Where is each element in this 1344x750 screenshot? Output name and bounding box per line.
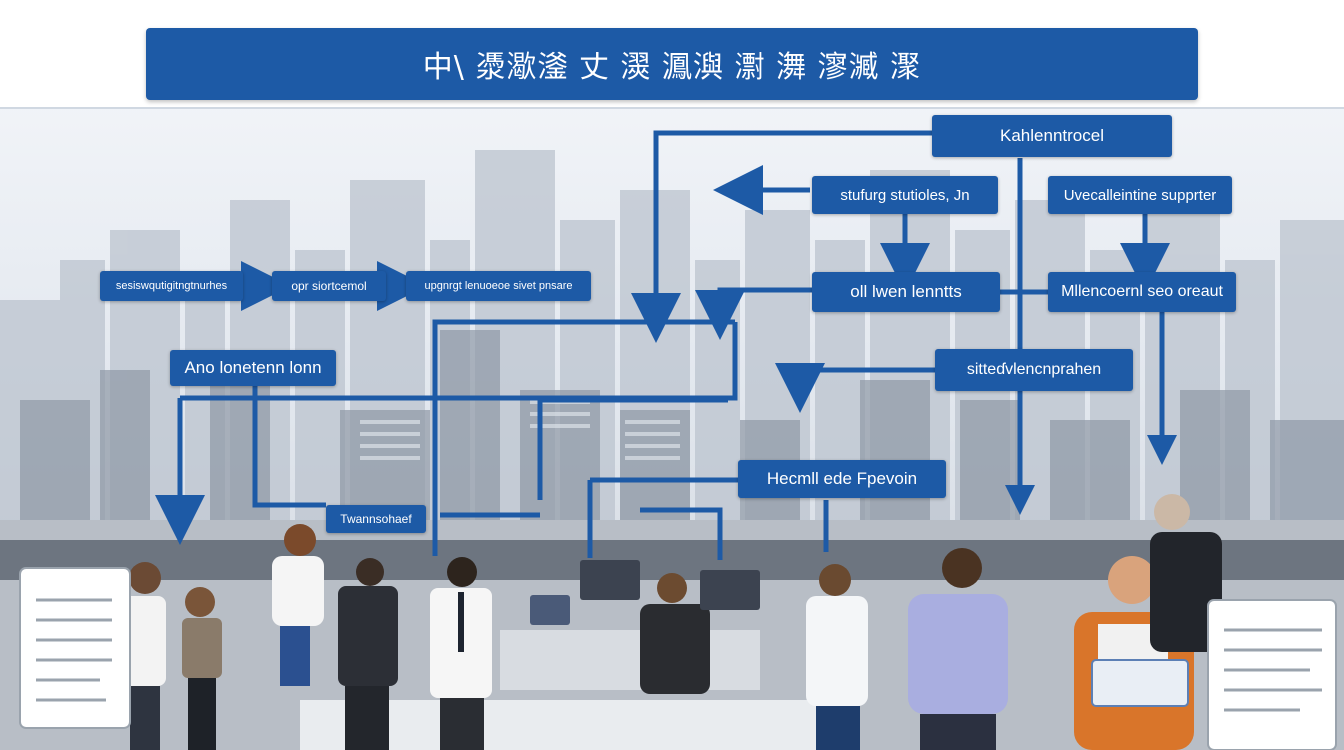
node-label: oll lwen lenntts <box>850 282 962 301</box>
node-mllencoernl-seo-oreaut: Mllencoernl seo oreaut <box>1048 272 1236 312</box>
node-kahlenntrocel: Kahlenntrocel <box>932 115 1172 157</box>
node-label: Twannsohaef <box>340 512 412 526</box>
node-label: Hecmll ede Fpevoin <box>766 469 918 488</box>
node-label: sesiswqutigitngtnurhes <box>115 280 228 292</box>
node-label: Kahlenntrocel <box>1000 126 1104 145</box>
people-group <box>122 494 1222 750</box>
document-papers <box>19 567 1337 750</box>
node-uvecalleintine-supprter: Uvecalleintine supprter <box>1048 176 1232 214</box>
node-opr-siortcemol: opr siortcemol <box>272 271 386 301</box>
node-label: Ano lonetenn lonn <box>184 358 322 377</box>
flow-connectors <box>155 130 1177 560</box>
node-stufurg-stutioles: stufurg stutioles, Jn <box>812 176 998 214</box>
computer-monitors <box>530 560 760 625</box>
node-sittedvlencnprahen: sitteɗvlencnprahen <box>935 349 1133 391</box>
node-label: Uvecalleintine supprter <box>1063 186 1217 204</box>
node-label: opr siortcemol <box>291 279 367 293</box>
node-hecmil-ede-fpevoin: Hecmll ede Fpevoin <box>738 460 946 498</box>
node-label: Mllencoernl seo oreaut <box>1061 283 1223 300</box>
title-bar: 中\ 㵗㵣㵚 丈 㵤 㵯㵰 㵱 㵲 㵳㵴 㵵 <box>146 28 1198 100</box>
node-twannsohaef: Twannsohaef <box>326 505 426 533</box>
diagram-title: 中\ 㵗㵣㵚 丈 㵤 㵯㵰 㵱 㵲 㵳㵴 㵵 <box>422 50 922 85</box>
node-oll-lwen-lenntts: oll lwen lenntts <box>812 272 1000 312</box>
node-sesiswqutigitngtnurhes: sesiswqutigitngtnurhes <box>100 271 243 301</box>
office-desk-front <box>500 630 760 690</box>
node-ano-lonetenn-lonn: Ano lonetenn lonn <box>170 350 336 386</box>
node-label: sitteɗvlencnprahen <box>966 361 1102 378</box>
node-label: upgnrgt lenuoeoe sivet pnsare <box>424 280 573 292</box>
node-label: stufurg stutioles, Jn <box>840 186 970 204</box>
node-upgnrgt-lenuoeoe: upgnrgt lenuoeoe sivet pnsare <box>406 271 591 301</box>
